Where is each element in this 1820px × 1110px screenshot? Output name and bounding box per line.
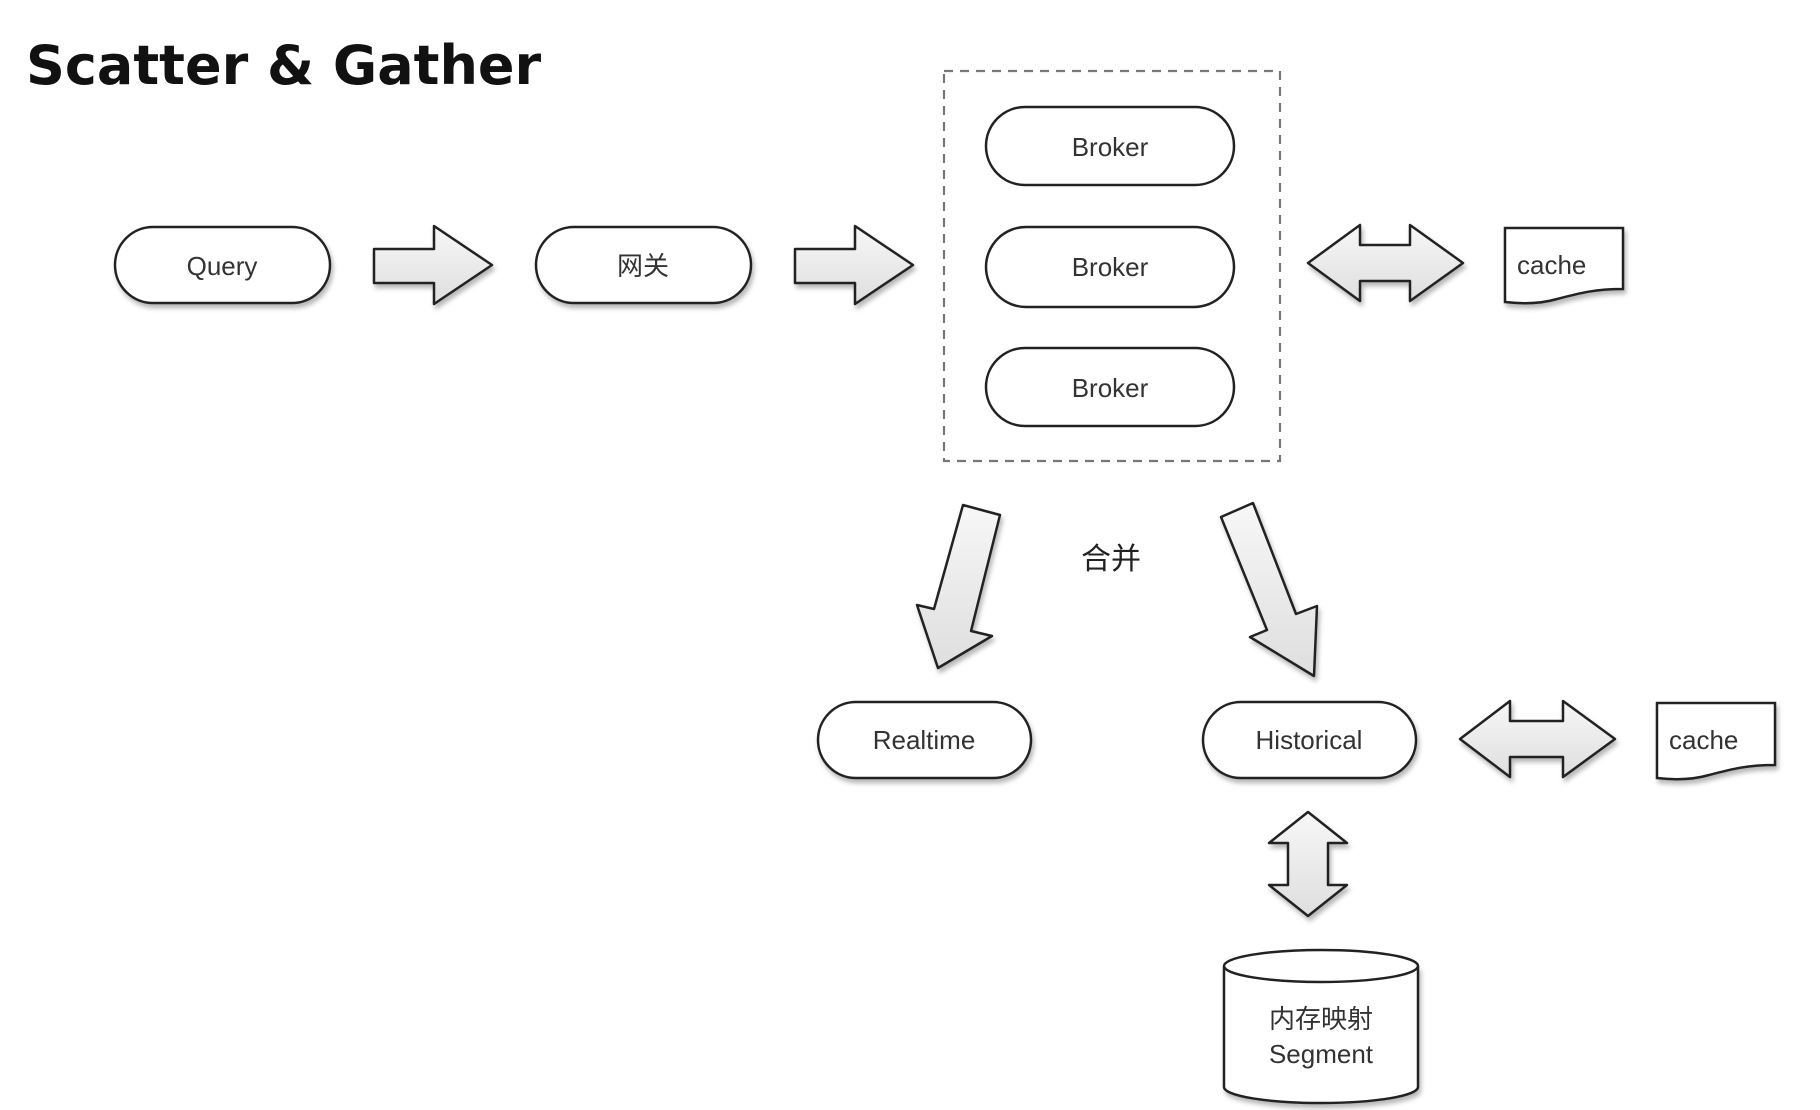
- segment-cylinder: 内存映射 Segment: [1222, 948, 1420, 1105]
- realtime-node: Realtime: [816, 700, 1033, 780]
- merge-label: 合并: [1081, 542, 1141, 577]
- historical-label: Historical: [1256, 725, 1363, 755]
- broker-cache-node: cache: [1503, 226, 1625, 305]
- arrow-query-to-gateway: [372, 224, 494, 306]
- realtime-label: Realtime: [873, 725, 976, 755]
- broker-node-2: Broker: [984, 225, 1236, 309]
- broker-node-1: Broker: [984, 105, 1236, 187]
- gateway-node: 网关: [534, 225, 753, 305]
- arrow-historical-segment-bidirectional: [1267, 810, 1349, 918]
- arrow-historical-cache-bidirectional: [1458, 699, 1617, 779]
- arrow-gateway-to-brokers: [793, 224, 915, 306]
- gateway-label: 网关: [617, 251, 669, 281]
- arrow-brokers-to-historical: [1219, 501, 1319, 678]
- query-label: Query: [187, 251, 258, 281]
- segment-label-line2: Segment: [1269, 1039, 1374, 1069]
- arrow-brokers-to-realtime: [915, 503, 1002, 670]
- historical-cache-label: cache: [1669, 725, 1738, 755]
- arrow-broker-cache-bidirectional: [1306, 223, 1465, 303]
- broker-node-3: Broker: [984, 346, 1236, 428]
- broker-cache-label: cache: [1517, 250, 1586, 280]
- broker-label-3: Broker: [1072, 373, 1149, 403]
- segment-label-line1: 内存映射: [1269, 1004, 1373, 1034]
- broker-label-2: Broker: [1072, 252, 1149, 282]
- broker-group: [942, 69, 1282, 463]
- broker-label-1: Broker: [1072, 132, 1149, 162]
- query-node: Query: [113, 225, 332, 305]
- historical-cache-node: cache: [1655, 701, 1777, 781]
- historical-node: Historical: [1201, 700, 1418, 780]
- slide-title: Scatter & Gather: [26, 34, 542, 97]
